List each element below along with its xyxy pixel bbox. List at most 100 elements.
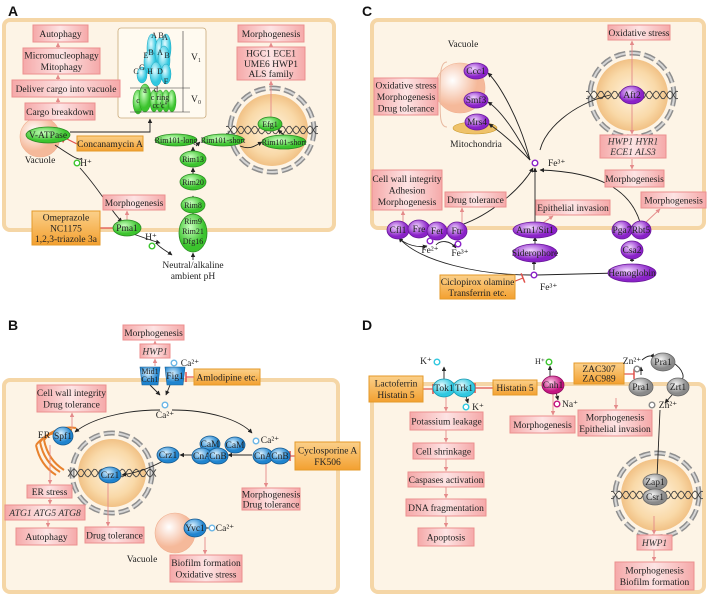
cnb-2-shape bbox=[269, 447, 291, 465]
zrt1-shape bbox=[666, 377, 690, 397]
drug-tolerance-b-box: Drug tolerance bbox=[84, 526, 145, 544]
pra1-out: Pra1 bbox=[650, 352, 676, 372]
na-label: Na⁺ bbox=[562, 400, 578, 410]
inset-label: H bbox=[147, 67, 153, 76]
epithelial-invasion-box: Epithelial invasion bbox=[535, 199, 611, 216]
apoptosis-step-box-line: Apoptosis bbox=[427, 533, 466, 543]
ca-out-label: Ca²⁺ bbox=[181, 359, 199, 369]
smf3-shape bbox=[463, 91, 489, 109]
deliver-cargo-box-bg bbox=[11, 79, 121, 98]
hwp1-b-box: HWP1 bbox=[139, 343, 171, 359]
efg1-label: Efg1 bbox=[262, 120, 278, 129]
v-atpase-label: V-ATPase bbox=[29, 131, 67, 141]
micronucleophagy-box-line: Mitophagy bbox=[41, 63, 83, 73]
rim101-short-nucleus-shape bbox=[261, 134, 307, 150]
inset-label: c ring bbox=[151, 93, 169, 102]
inset-label: A bbox=[162, 33, 168, 42]
apoptosis-step-box: Apoptosis bbox=[417, 527, 475, 547]
morph-bio-box-line: Biofilm formation bbox=[620, 577, 690, 588]
morphogenesis-top-box-line: Morphogenesis bbox=[242, 30, 301, 40]
morph-cnh-box: Morphogenesis bbox=[509, 415, 576, 434]
arrow bbox=[487, 72, 531, 161]
ftr-shape bbox=[446, 221, 468, 241]
atg-box-bg bbox=[4, 504, 86, 521]
ox-morph-drug-box-bg bbox=[373, 77, 439, 116]
rim101-long-label: Rim101-long bbox=[155, 136, 198, 145]
omeprazole-box-line: 1,2,3-triazole 3a bbox=[35, 235, 98, 245]
ion-icon bbox=[170, 359, 178, 367]
aft2-shape bbox=[619, 85, 645, 105]
hemoglobin: Hemoglobin bbox=[607, 263, 657, 283]
lactoferrin-box-line: Lactoferrin bbox=[375, 379, 418, 390]
biofilm-box-bg bbox=[169, 554, 243, 583]
ion-icon bbox=[648, 401, 656, 409]
ccc1-label: Ccc1 bbox=[466, 67, 486, 77]
fe-ion-label: Fe³⁺ bbox=[548, 159, 565, 169]
cnh1-label: Cnh1 bbox=[543, 381, 564, 391]
csr1: Csr1 bbox=[642, 488, 668, 506]
cnh1: Cnh1 bbox=[541, 375, 565, 395]
morphogenesis-b-top-box-line: Morphogenesis bbox=[124, 329, 183, 339]
smf3-label: Smf3 bbox=[466, 95, 487, 106]
aft2-label: Aft2 bbox=[623, 90, 641, 101]
omeprazole-box-bg bbox=[31, 210, 101, 246]
pga7: Pga7 bbox=[611, 220, 633, 240]
cna-2: CnA bbox=[252, 447, 274, 465]
autophagy-box-bg bbox=[32, 24, 89, 43]
efg1-shape bbox=[257, 116, 283, 132]
pra1-shape bbox=[628, 377, 654, 397]
rbt5-shape bbox=[630, 220, 652, 240]
rim101-short-label: Rim101-short bbox=[201, 136, 246, 145]
csr1-label: Csr1 bbox=[646, 493, 664, 503]
zac-box-bg bbox=[573, 362, 625, 385]
inset-label: F bbox=[164, 77, 169, 86]
morphogenesis-pma-box-line: Morphogenesis bbox=[105, 199, 164, 209]
v1-subunit bbox=[160, 63, 172, 85]
morph-cnh-box-bg bbox=[509, 415, 576, 434]
hwp1-d-box-bg bbox=[636, 534, 673, 551]
tok1: Tok1 bbox=[432, 378, 456, 398]
oxidative-stress-top-box: Oxidative stress bbox=[607, 24, 671, 41]
yvc1-label: Yvc1 bbox=[185, 524, 205, 534]
drug-tolerance-b-box-line: Drug tolerance bbox=[86, 531, 143, 541]
amlodipine-box-line: Amlodipine etc. bbox=[196, 373, 257, 383]
csa2: Csa2 bbox=[620, 240, 644, 260]
ion-icon bbox=[73, 159, 81, 167]
morph-drug-box-bg bbox=[241, 487, 301, 511]
ca-yvc-label: Ca²⁺ bbox=[216, 524, 234, 534]
spf1-shape bbox=[52, 426, 74, 446]
cnb-1: CnB bbox=[207, 447, 229, 465]
cwi-drug-box-line: Drug tolerance bbox=[43, 401, 100, 411]
ca-in-label: Ca²⁺ bbox=[156, 411, 174, 421]
zrt1-label: Zrt1 bbox=[670, 383, 687, 393]
inset-label: V₀ bbox=[191, 95, 201, 105]
arrow bbox=[121, 459, 166, 477]
ion-icon bbox=[545, 358, 553, 366]
hemoglobin-shape bbox=[607, 263, 657, 283]
fet: Fet bbox=[426, 221, 448, 241]
yvc1: Yvc1 bbox=[183, 518, 207, 538]
inset-pointer-line bbox=[70, 118, 153, 133]
mrs4: Mrs4 bbox=[464, 113, 490, 131]
ftr: Ftr bbox=[446, 221, 468, 241]
morph-epi-box-bg bbox=[577, 409, 653, 437]
morph-bio-box-bg bbox=[614, 561, 695, 591]
rbt5: Rbt5 bbox=[630, 220, 652, 240]
inset-label: V₁ bbox=[191, 53, 201, 63]
zap1-label: Zap1 bbox=[645, 478, 665, 488]
cnb-1-shape bbox=[207, 447, 229, 465]
inset-label: cc'c'' bbox=[153, 101, 169, 110]
trk1: Trk1 bbox=[452, 378, 476, 398]
biofilm-box-line: Biofilm formation bbox=[171, 558, 241, 569]
omeprazole-box-line: NC1175 bbox=[50, 224, 82, 234]
apoptosis-step-box: DNA fragmentation bbox=[405, 498, 487, 517]
morphogenesis-pma-box: Morphogenesis bbox=[102, 194, 166, 211]
nuclear-envelope-highlight bbox=[229, 87, 315, 173]
